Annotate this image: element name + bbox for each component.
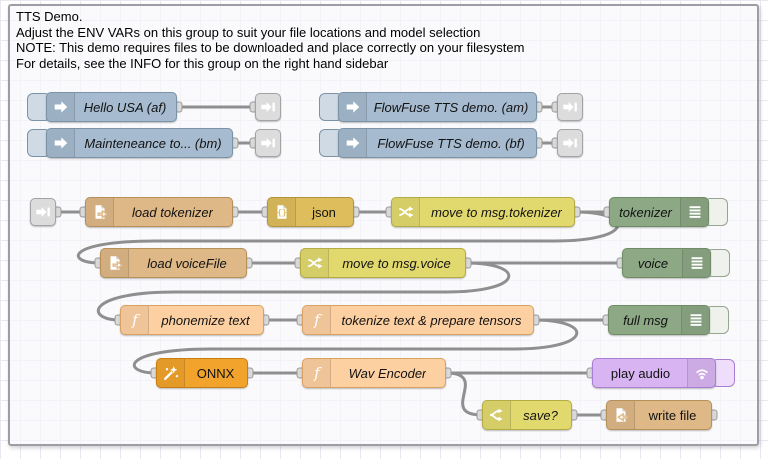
node-link-out-4[interactable] (557, 129, 583, 157)
svg-text:f: f (131, 311, 140, 329)
file-read-icon (86, 198, 114, 226)
node-label: tokenize text & prepare tensors (341, 312, 522, 328)
node-label: Mainteneance to... (bm) (84, 135, 222, 151)
group-label-line: TTS Demo. (16, 9, 83, 24)
link-icon (558, 98, 582, 116)
node-link-in-1[interactable] (30, 198, 56, 226)
function-icon: f (303, 306, 331, 334)
node-label: play audio (610, 365, 671, 381)
node-inject-hello-usa[interactable]: Hello USA (af) (46, 92, 177, 122)
wire[interactable] (132, 318, 579, 375)
file-read-icon (101, 249, 129, 277)
debug-list-icon (681, 306, 709, 334)
node-label: Wav Encoder (348, 365, 427, 381)
node-label: write file (648, 407, 697, 423)
link-icon (558, 134, 582, 152)
wand-icon (157, 359, 185, 387)
file-write-icon (607, 401, 635, 429)
group-label: TTS Demo. Adjust the ENV VARs on this gr… (16, 9, 524, 71)
node-load-tokenizer[interactable]: load tokenizer (85, 197, 233, 227)
node-wav-encoder[interactable]: f Wav Encoder (302, 358, 446, 388)
function-icon: f (121, 306, 149, 334)
node-label: full msg (623, 312, 668, 328)
link-icon (31, 203, 55, 221)
link-icon (256, 134, 280, 152)
node-inject-maintenance[interactable]: Mainteneance to... (bm) (46, 128, 233, 158)
node-load-voicefile[interactable]: load voiceFile (100, 248, 247, 278)
node-label: save? (523, 407, 558, 423)
inject-icon (339, 129, 367, 157)
svg-text:f: f (313, 311, 322, 329)
group-label-line: Adjust the ENV VARs on this group to sui… (16, 24, 481, 40)
inject-icon (47, 129, 75, 157)
node-label: tokenizer (619, 204, 672, 220)
node-write-file[interactable]: write file (606, 400, 712, 430)
shuffle-icon (301, 249, 329, 277)
node-label: FlowFuse TTS demo. (am) (373, 99, 529, 115)
node-move-to-msg-voice[interactable]: move to msg.voice (300, 248, 466, 278)
link-icon (256, 98, 280, 116)
node-label: Hello USA (af) (83, 99, 167, 115)
debug-list-icon (680, 198, 708, 226)
node-label: phonemize text (161, 312, 250, 328)
node-debug-voice[interactable]: voice (622, 248, 711, 278)
node-label: FlowFuse TTS demo. (bf) (377, 135, 525, 151)
svg-text:f: f (313, 364, 322, 382)
node-label: ONNX (196, 365, 235, 381)
svg-text:{}: {} (277, 207, 287, 217)
node-debug-tokenizer[interactable]: tokenizer (609, 197, 709, 227)
node-label: move to msg.tokenizer (431, 204, 562, 220)
shuffle-icon (392, 198, 420, 226)
node-save[interactable]: save? (482, 400, 572, 430)
node-label: json (312, 204, 336, 220)
node-play-audio[interactable]: play audio (592, 358, 716, 388)
function-icon: f (303, 359, 331, 387)
node-move-to-msg-tokenizer[interactable]: move to msg.tokenizer (391, 197, 575, 227)
json-icon: {} (268, 198, 296, 226)
switch-icon (483, 401, 511, 429)
wire[interactable] (96, 261, 511, 322)
node-label: voice (637, 255, 669, 271)
node-label: load tokenizer (132, 204, 213, 220)
audio-icon (687, 359, 715, 387)
node-link-out-3[interactable] (557, 93, 583, 121)
node-label: load voiceFile (147, 255, 227, 271)
node-onnx[interactable]: ONNX (156, 358, 248, 388)
node-inject-flowfuse-bf[interactable]: FlowFuse TTS demo. (bf) (338, 128, 537, 158)
wire[interactable] (444, 371, 484, 417)
node-json[interactable]: {} json (267, 197, 354, 227)
node-inject-flowfuse-am[interactable]: FlowFuse TTS demo. (am) (338, 92, 537, 122)
node-link-out-1[interactable] (255, 93, 281, 121)
node-link-out-2[interactable] (255, 129, 281, 157)
group-label-line: For details, see the INFO for this group… (16, 55, 389, 71)
node-label: move to msg.voice (342, 255, 451, 271)
inject-icon (47, 93, 75, 121)
node-tokenize-text[interactable]: f tokenize text & prepare tensors (302, 305, 534, 335)
inject-icon (339, 93, 367, 121)
node-phonemize-text[interactable]: f phonemize text (120, 305, 264, 335)
debug-list-icon (682, 249, 710, 277)
node-debug-full-msg[interactable]: full msg (608, 305, 710, 335)
group-label-line: NOTE: This demo requires files to be dow… (16, 40, 525, 55)
